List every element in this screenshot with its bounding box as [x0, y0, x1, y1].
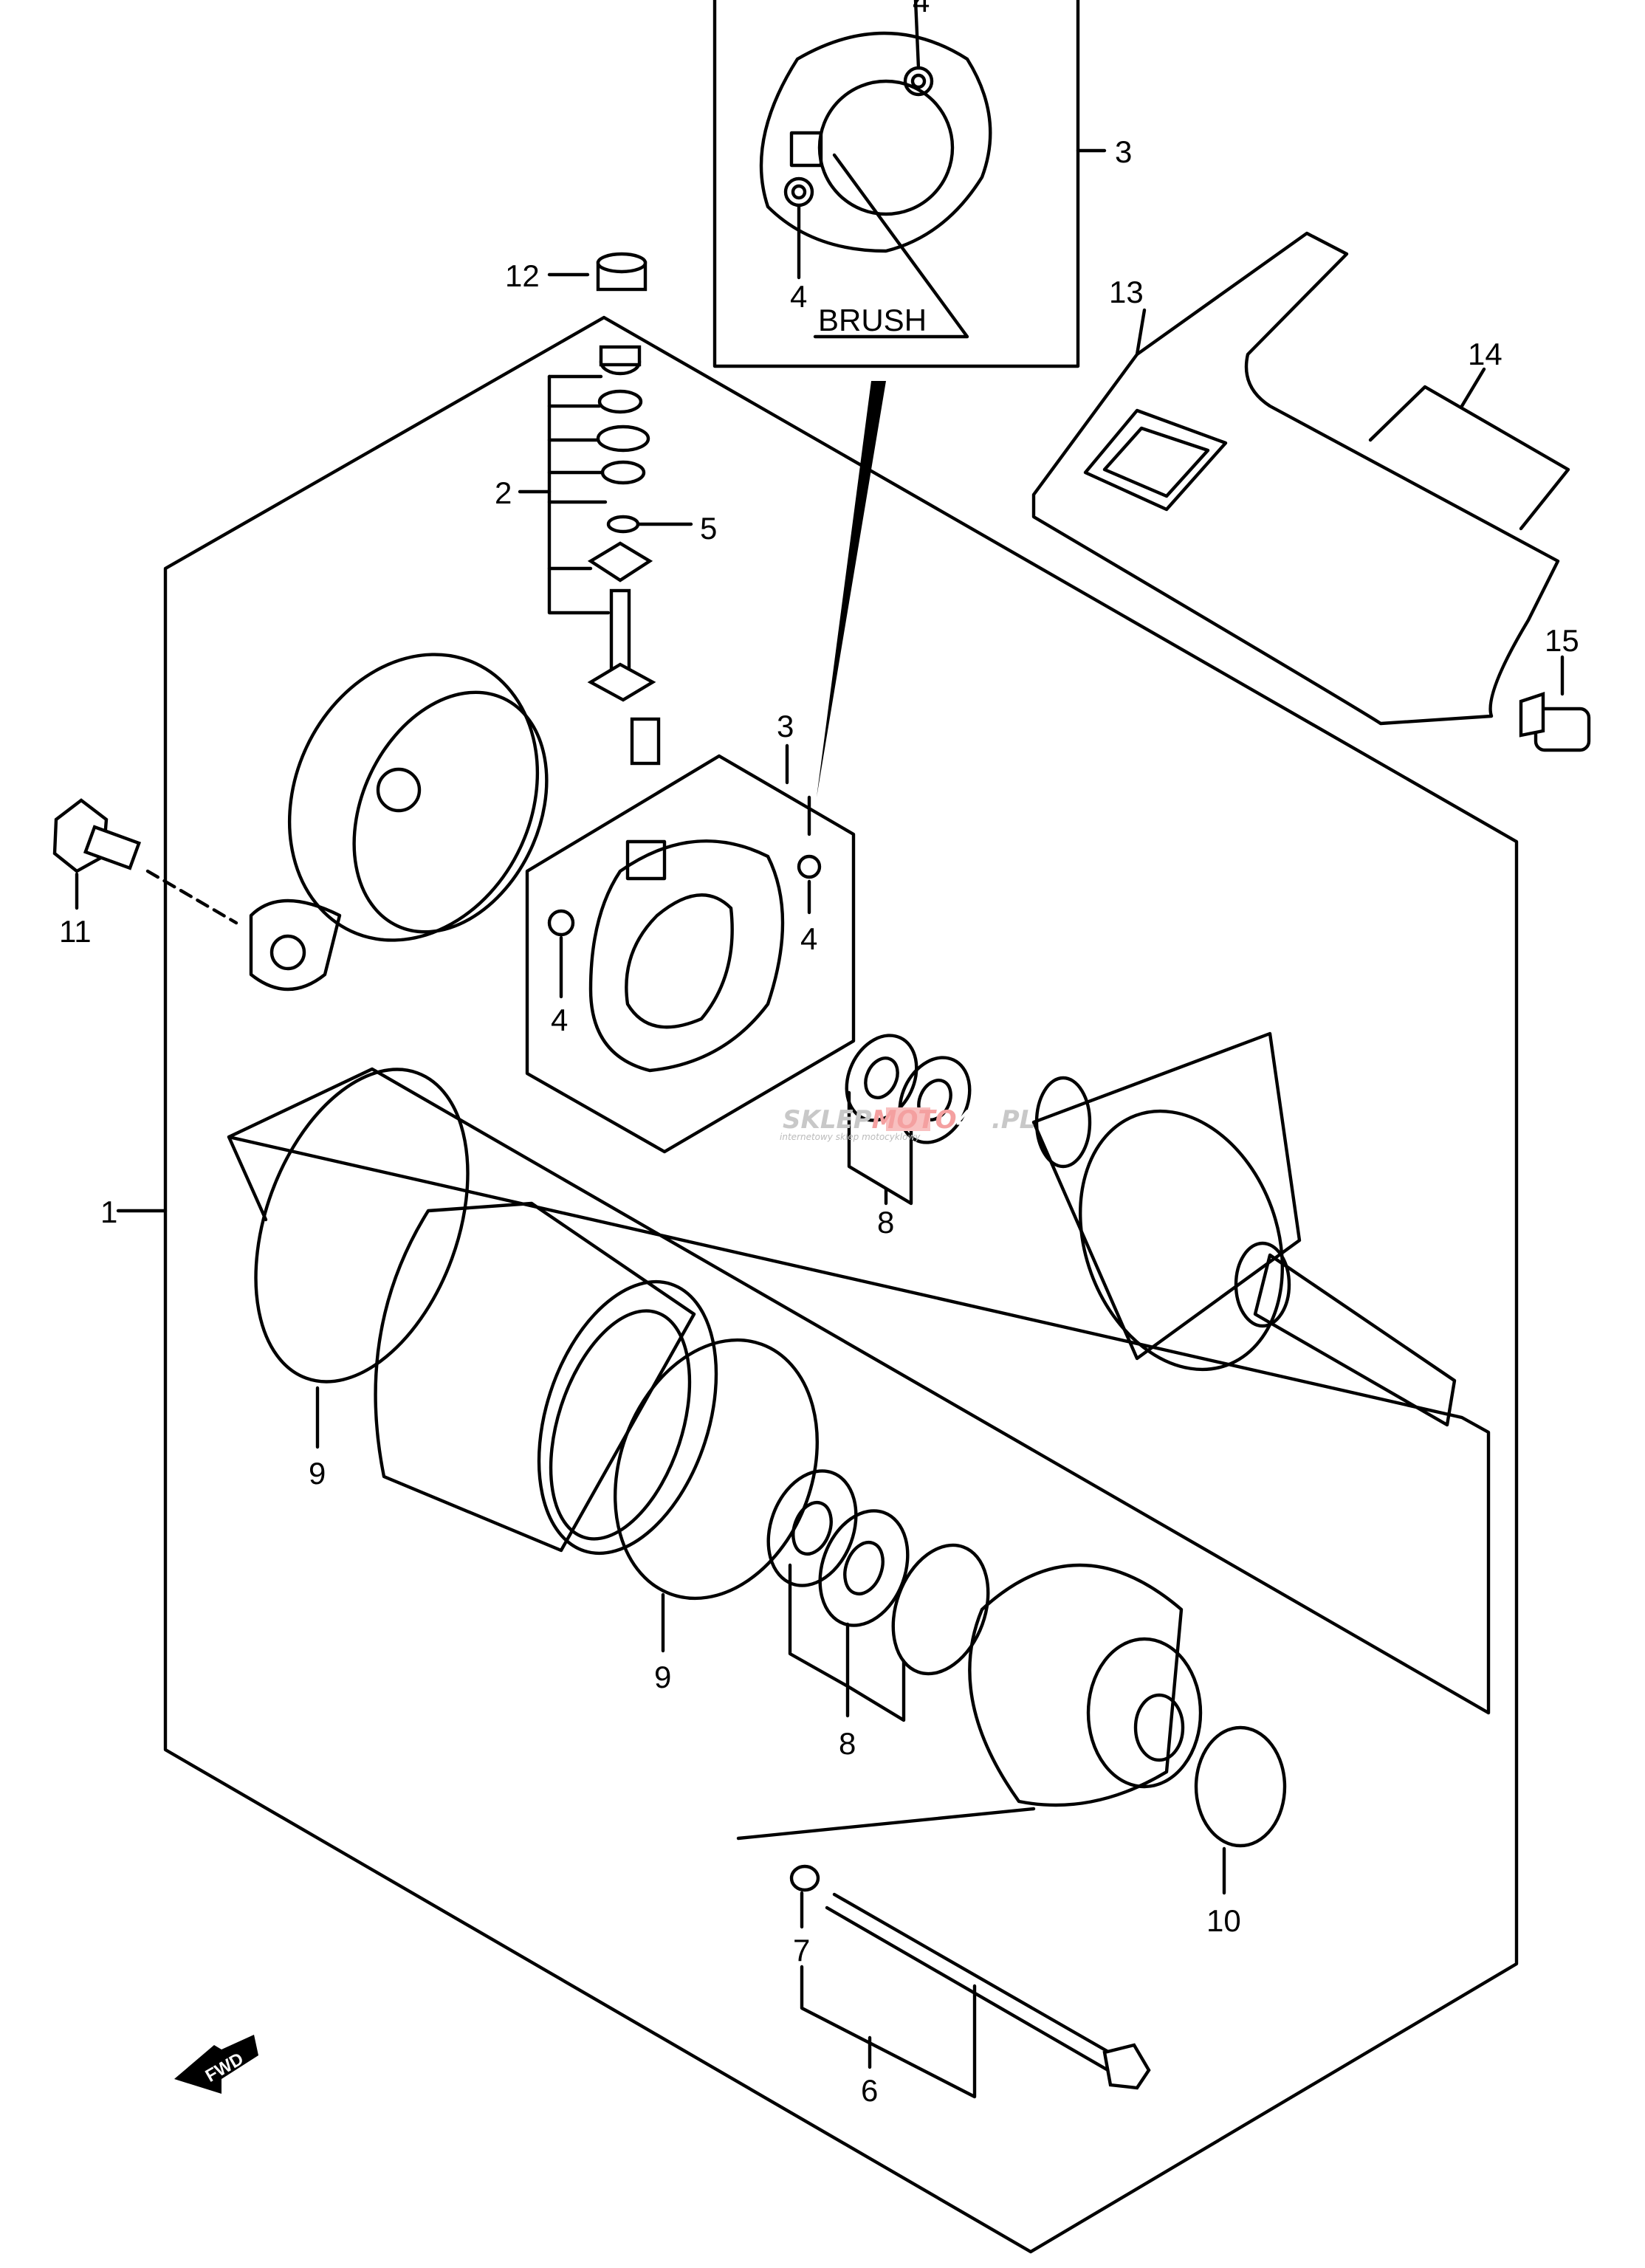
brush-inset-box: [712, 0, 1080, 368]
brush-holder-group-outline: [525, 754, 856, 1154]
nut-part-12: [547, 252, 648, 292]
callout-5: 5: [700, 511, 717, 546]
callout-2: 2: [495, 475, 512, 510]
armature: [1031, 1031, 1457, 1427]
bolt-part-11: [52, 798, 238, 925]
callout-10: 10: [1206, 1903, 1241, 1938]
callout-4-right: 4: [800, 921, 817, 956]
terminal-bolt-set: [518, 345, 693, 766]
o-ring-part-10: [1194, 1725, 1287, 1848]
callout-8-bottom: 8: [839, 1726, 856, 1761]
brush-label: BRUSH: [818, 303, 927, 337]
callout-14: 14: [1468, 337, 1503, 371]
svg-text:SKLEPMOTO46.PL: SKLEPMOTO46.PL: [783, 1105, 1035, 1135]
callout-15: 15: [1545, 623, 1579, 658]
inset-pointer: [817, 381, 886, 797]
brush-plate-inset: [759, 31, 992, 253]
washers-part-8-top: [845, 1034, 972, 1206]
forward-direction-arrow: FWD: [174, 2035, 258, 2094]
starter-cover: [1031, 231, 1570, 726]
washers-part-8-bottom: [766, 1469, 990, 1722]
bolt-part-15: [1519, 655, 1591, 752]
callout-13: 13: [1109, 275, 1144, 309]
through-bolt-part-6: [825, 1892, 1151, 2090]
callout-1: 1: [100, 1195, 117, 1229]
callout-4-inset-bottom: 4: [790, 279, 807, 314]
callout-3-inset: 3: [1115, 134, 1132, 169]
callout-12: 12: [505, 258, 540, 293]
callout-6: 6: [861, 2073, 878, 2108]
callouts: 1 2 3 3 4 4 4 4 5 6 7 8 8 9 9 10 11 12 1…: [59, 0, 1579, 2108]
callout-8-top: 8: [877, 1205, 894, 1240]
callout-3: 3: [777, 709, 794, 743]
assembly-outline: [163, 315, 1519, 2254]
callout-9-center: 9: [654, 1660, 671, 1694]
motor-section-outline: [227, 1067, 1491, 1715]
callout-7: 7: [793, 1933, 810, 1968]
callout-4-inset-top: 4: [913, 0, 930, 18]
callout-4-left: 4: [551, 1003, 568, 1037]
watermark: SKLEPMOTO46.PL internetowy sklep motocyk…: [780, 1105, 1035, 1142]
front-housing: [968, 1563, 1203, 1807]
yoke: [374, 1201, 718, 1556]
callout-11: 11: [59, 914, 92, 949]
o-ring-part-9-left: [254, 1068, 470, 1384]
callout-9-left: 9: [309, 1456, 326, 1491]
washer-part-7: [789, 1864, 820, 1892]
rear-housing: [249, 653, 549, 992]
svg-text:internetowy sklep motocyklowy: internetowy sklep motocyklowy: [780, 1132, 921, 1142]
